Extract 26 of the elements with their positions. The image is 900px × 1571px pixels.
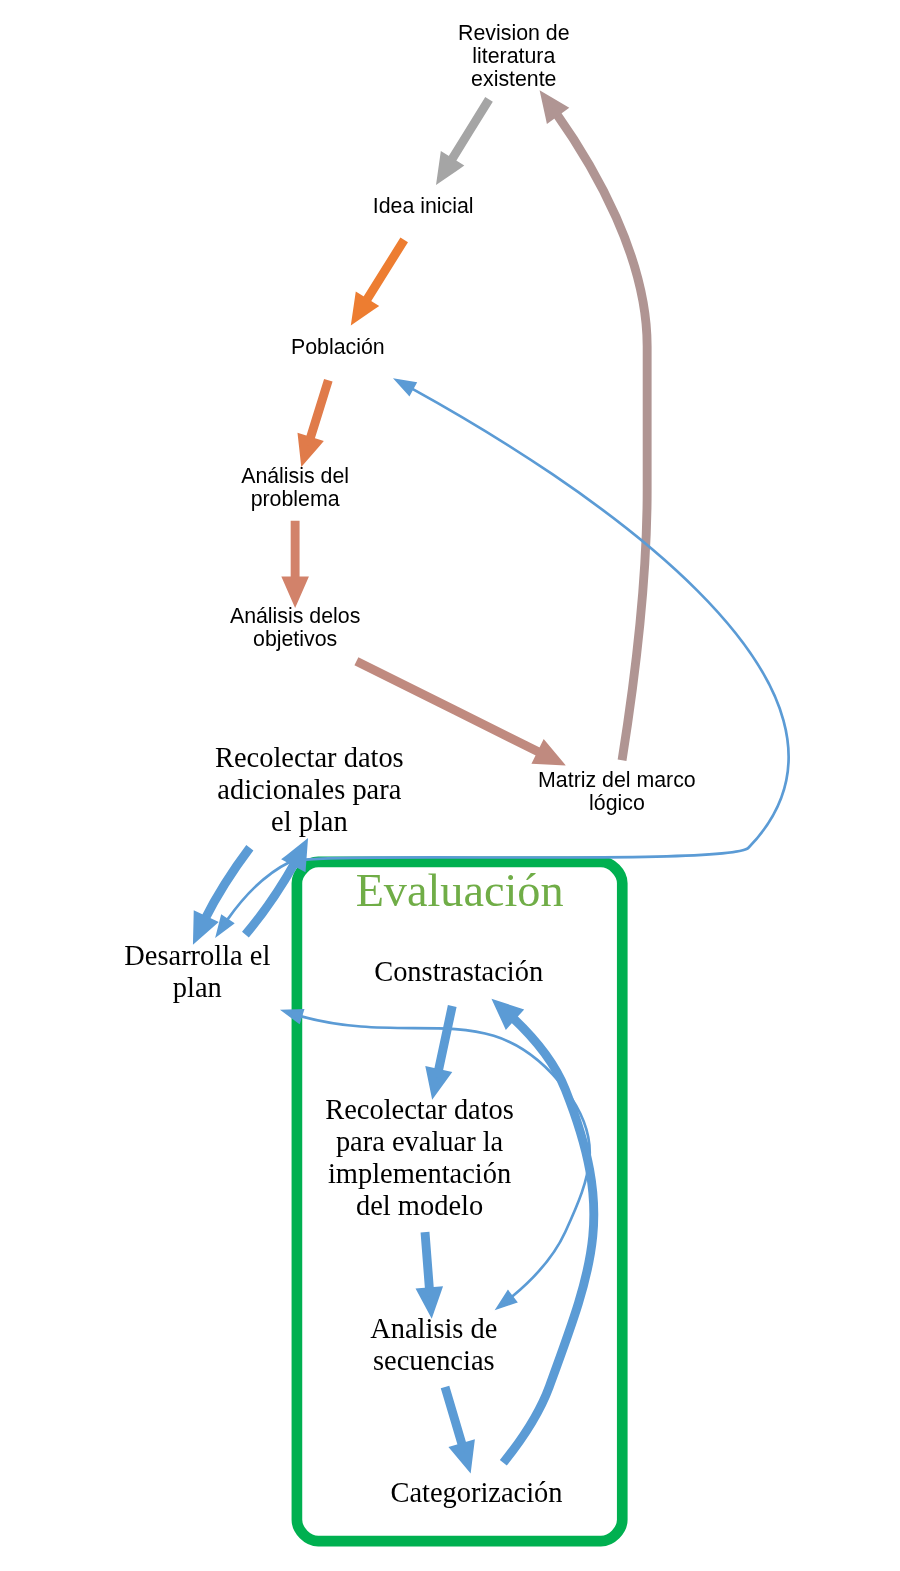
arrow xyxy=(491,998,599,1466)
arrow xyxy=(242,837,309,938)
arrow xyxy=(415,1231,444,1319)
arrow xyxy=(350,237,408,326)
node-text: Análisis delos objetivos xyxy=(229,604,361,652)
node-text: Constrastación xyxy=(374,955,544,987)
node-text: Recolectar datos adicionales para el plan xyxy=(214,742,404,838)
node-text: Categorización xyxy=(390,1476,563,1508)
arrow xyxy=(436,96,493,186)
node-text: Analisis de secuencias xyxy=(370,1313,498,1377)
node-text: Población xyxy=(290,334,385,359)
node-text: Desarrolla el plan xyxy=(124,939,271,1003)
arrow xyxy=(192,845,254,945)
node-text: Matriz del marco lógico xyxy=(538,767,696,815)
arrow xyxy=(215,378,790,939)
arrow xyxy=(539,90,652,761)
arrow xyxy=(281,520,309,609)
arrow xyxy=(440,1385,475,1474)
arrow xyxy=(354,657,566,766)
node-text: Idea inicial xyxy=(372,194,474,219)
node-text: Recolectar datos para evaluar la implementación del modelo xyxy=(325,1094,514,1222)
node-text: Revision de literatura existente xyxy=(458,20,570,92)
arrow xyxy=(279,1008,591,1311)
arrow xyxy=(425,1005,457,1100)
arrow xyxy=(297,379,333,468)
node-text: Análisis del problema xyxy=(241,463,350,511)
